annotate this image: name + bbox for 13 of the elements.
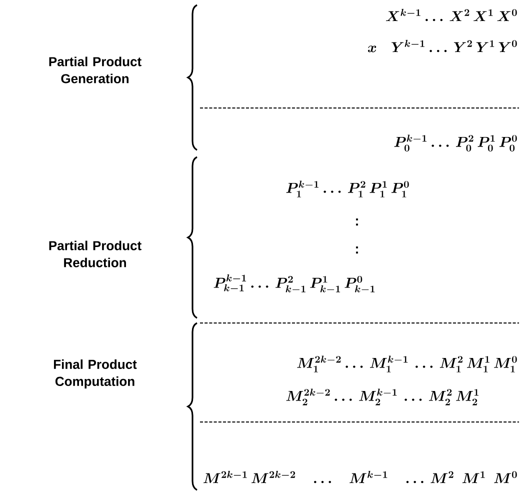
bit-row: $P_1^{k-1}\ldots\, P_1^2\, P_1^1\, P_1^0$	[286, 180, 409, 198]
vertical-ellipsis: :	[356, 246, 358, 254]
vertical-ellipsis: :	[356, 218, 358, 226]
stage-heading: Partial Product Generation	[49, 56, 142, 84]
bit-row: $x\quad Y^{k-1}\ldots\, Y^2\, Y^1\, Y^0$	[368, 40, 517, 52]
bit-row: $M_1^{2k-2}\ldots\, M_1^{k-1}\, \ldots\, M_1^2\, M_1^1\, M_1^0$	[297, 356, 517, 372]
bit-row: $M^{2k-1}\, M^{2k-2}\quad\ldots\quad M^{k-1}\quad\ldots\, M^2\;\, M^1\;\, M^0$	[204, 470, 517, 484]
bit-row: $M_2^{2k-2}\ldots\, M_2^{k-1}\, \ldots\, M_2^2\, M_2^1$	[286, 388, 478, 406]
bit-row: $P_{k-1}^{k-1}\ldots\, P_{k-1}^2\, P_{k-1}^1\, P_{k-1}^0$	[214, 274, 375, 292]
stage-heading: Final Product Computation	[54, 359, 137, 389]
bit-row: $X^{k-1}\ldots\, X^2\, X^1\, X^0$	[386, 8, 517, 22]
stage-heading: Partial Product Reduction	[49, 240, 142, 268]
bit-row: $P_0^{k-1}\ldots\, P_0^2\, P_0^1\, P_0^0$	[394, 134, 517, 152]
